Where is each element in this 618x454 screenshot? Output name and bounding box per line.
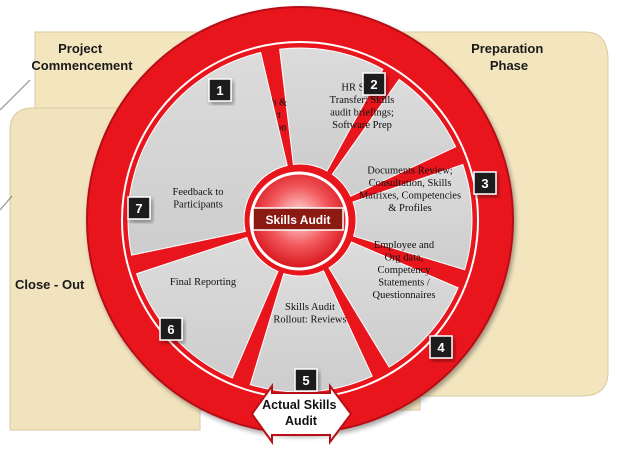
step-badge-number: 2 [370, 77, 377, 92]
step-badge-number: 5 [302, 373, 309, 388]
phase-label-closeout: Close - Out [15, 277, 85, 292]
step-badge-2: 2 [362, 72, 386, 96]
step-badge-box [429, 335, 453, 359]
step-badge-4: 4 [429, 335, 453, 359]
step-badge-box [473, 171, 497, 195]
segment-3 [352, 163, 473, 271]
center-label-box [252, 207, 344, 231]
step-badge-box [294, 368, 318, 392]
step-badge-7: 7 [127, 196, 151, 220]
step-badge-box [362, 72, 386, 96]
step-badge-number: 1 [216, 83, 223, 98]
segment-4 [328, 241, 459, 368]
step-badge-3: 3 [473, 171, 497, 195]
phase-label-preparation: Preparation Phase [471, 41, 547, 73]
step-badge-number: 4 [437, 340, 445, 355]
step-badge-6: 6 [159, 317, 183, 341]
segment-5 [249, 270, 373, 393]
actual-skills-audit-arrow [250, 382, 353, 446]
segment-1 [279, 47, 384, 172]
step-badge-number: 7 [135, 201, 142, 216]
step-badge-number: 3 [481, 176, 488, 191]
cycle-segments: Launch &ProjectexecutionHR SkillsTransfe… [127, 47, 473, 393]
segment-2 [331, 78, 457, 197]
panel-edge-line [0, 79, 31, 111]
center-label: Skills Audit [266, 213, 331, 227]
step-badge-box [159, 317, 183, 341]
segment-7 [127, 51, 288, 256]
segment-6 [135, 236, 279, 379]
step-badge-5: 5 [294, 368, 318, 392]
step-badges: 1 2 3 4 5 6 7 [127, 72, 497, 392]
step-badge-1: 1 [208, 78, 232, 102]
step-badge-box [127, 196, 151, 220]
step-badge-box [208, 78, 232, 102]
phase-label-commencement: Project Commencement [31, 41, 133, 73]
panel-edge-line [0, 195, 13, 211]
segment-6-text: Final Reporting [170, 277, 237, 288]
step-badge-number: 6 [167, 322, 174, 337]
actual-skills-audit-label: Actual Skills Audit [262, 398, 340, 428]
